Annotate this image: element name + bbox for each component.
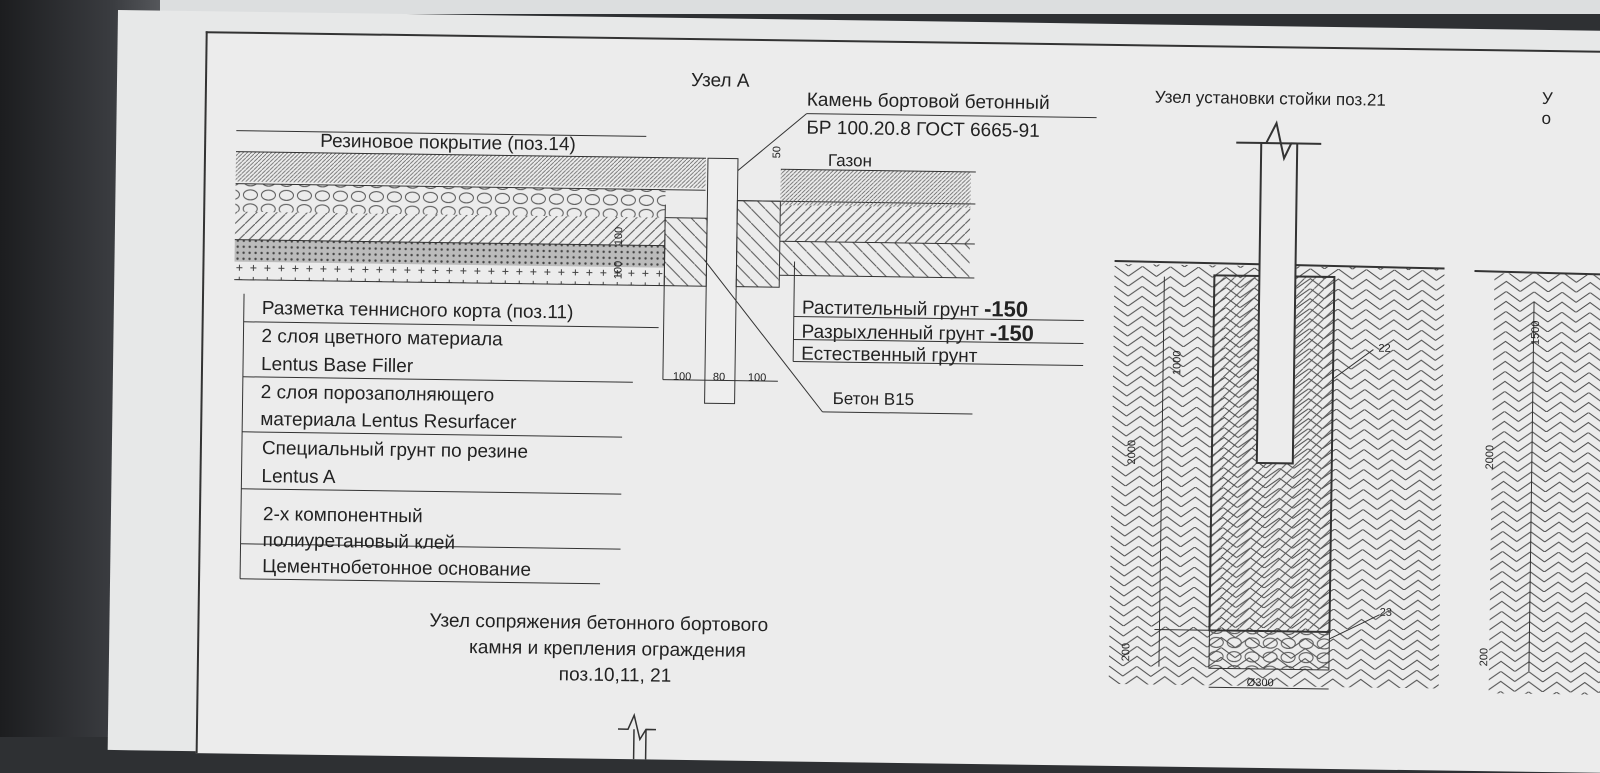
drawing-graphics	[234, 113, 1600, 760]
caption-line-2: камня и крепления ограждения	[468, 636, 747, 662]
curb-stone-label-1: Камень бортовой бетонный	[806, 89, 1050, 115]
leader-lines	[236, 113, 1097, 415]
soil-loose-label: Разрыхленный грунт -150	[801, 320, 1034, 347]
right-node-title-1: У	[1541, 88, 1553, 109]
dim-1000: 1000	[1171, 350, 1184, 376]
dim-diameter-300: Ø300	[1246, 676, 1274, 690]
layer-item: 2 слоя порозаполняющего	[260, 382, 495, 407]
lawn-section	[779, 168, 976, 279]
layer-item: материала Lentus Resurfacer	[260, 409, 517, 434]
dim-50: 50	[771, 146, 784, 159]
soil-plant-text: Растительный грунт	[801, 297, 979, 322]
rubber-coating-label: Резиновое покрытие (поз.14)	[320, 130, 576, 156]
soil-plant-value: -150	[983, 296, 1029, 322]
right-node-drawing	[1474, 269, 1600, 696]
dim-200-right: 200	[1478, 647, 1491, 667]
dim-100-vertical-2: 100	[612, 260, 625, 280]
concrete-label: Бетон В15	[832, 389, 915, 410]
soil-loose-value: -150	[989, 320, 1035, 346]
layer-item: Разметка теннисного корта (поз.11)	[261, 298, 574, 324]
layer-item: 2-х компонентный	[262, 504, 423, 528]
cad-screen: Узел А Камень бортовой бетонный БР 100.2…	[107, 10, 1600, 773]
layer-item: полиуретановый клей	[262, 530, 456, 554]
curb-stone-label-2: БР 100.20.8 ГОСТ 6665-91	[806, 117, 1040, 142]
layer-item: Специальный грунт по резине	[261, 438, 529, 463]
post-node-drawing	[1108, 120, 1445, 690]
break-symbol-icon	[617, 712, 657, 760]
dim-200: 200	[1120, 642, 1133, 662]
pavement-section	[234, 151, 706, 287]
post-node-title: Узел установки стойки поз.21	[1154, 87, 1386, 110]
soil-natural-label: Естественный грунт	[801, 343, 978, 368]
dim-100-a: 100	[672, 370, 692, 384]
layer-table-lines	[239, 293, 659, 585]
lawn-label: Газон	[827, 150, 873, 171]
caption-line-1: Узел сопряжения бетонного бортового	[429, 610, 769, 637]
right-node-title-2: о	[1541, 108, 1552, 129]
dim-100-b: 100	[747, 371, 767, 385]
dim-1500: 1500	[1529, 320, 1543, 346]
caption-line-3: поз.10,11, 21	[558, 664, 672, 687]
dim-80: 80	[712, 371, 726, 384]
layer-item: Lentus Base Filler	[260, 354, 414, 378]
monitor-top-edge	[0, 0, 1600, 14]
layer-item: Цементнобетонное основание	[262, 556, 532, 581]
layer-item: Lentus A	[261, 466, 336, 489]
curb-stone	[663, 157, 976, 405]
ref-23: 23	[1379, 606, 1393, 619]
node-a-title: Узел А	[690, 70, 750, 92]
soil-plant-label: Растительный грунт -150	[802, 296, 1029, 323]
drawing-sheet: Узел А Камень бортовой бетонный БР 100.2…	[195, 31, 1600, 773]
soil-loose-text: Разрыхленный грунт	[801, 321, 985, 346]
ref-22: 22	[1378, 342, 1391, 355]
layer-item: 2 слоя цветного материала	[261, 326, 503, 351]
dim-2000: 2000	[1125, 439, 1139, 465]
dim-2000-right: 2000	[1483, 444, 1497, 470]
dim-100-vertical: 100	[612, 226, 626, 246]
